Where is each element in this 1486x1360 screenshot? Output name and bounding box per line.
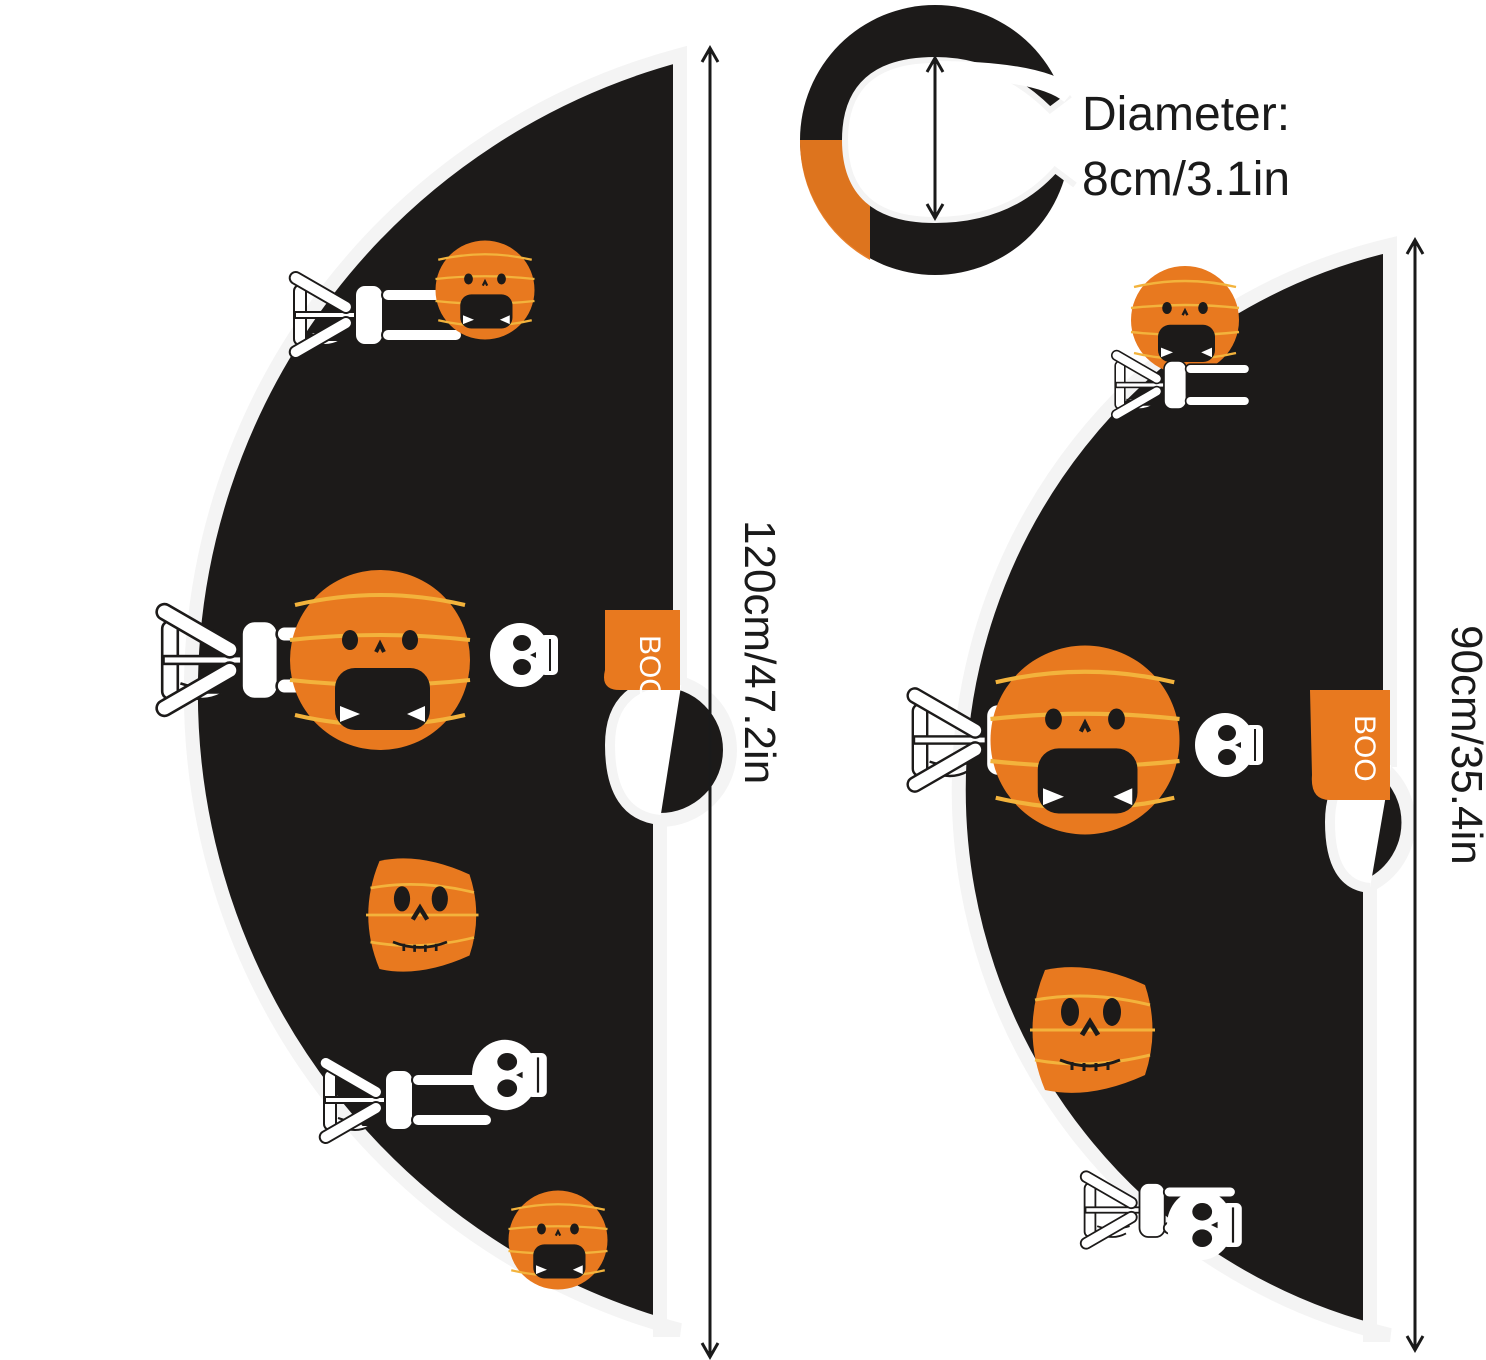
pumpkin-head: [288, 568, 472, 752]
hole-diameter-value: 8cm/3.1in: [1082, 153, 1290, 206]
hole-diameter-label: Diameter:: [1082, 88, 1290, 141]
boo-bubble: BOO: [604, 610, 680, 702]
boo-text: BOO: [1348, 715, 1381, 782]
small-tree-skirt: BOO: [903, 236, 1416, 1342]
pumpkin-face: [366, 858, 479, 971]
pumpkin-face: [507, 1189, 609, 1291]
pumpkin-head: [1129, 264, 1241, 376]
pumpkin-head: [434, 239, 536, 341]
pumpkin-face: [1030, 967, 1155, 1093]
boo-text: BOO: [633, 635, 666, 702]
boo-bubble: BOO: [1310, 690, 1390, 800]
center-hole-detail: [799, 5, 1077, 275]
small-size-dimension: 90cm/35.4in: [1405, 236, 1486, 1354]
large-size-dimension: 120cm/47.2in: [700, 44, 784, 1360]
large-size-label: 120cm/47.2in: [735, 520, 784, 784]
pumpkin-head: [991, 646, 1180, 835]
large-tree-skirt: BOO: [152, 45, 737, 1337]
small-size-label: 90cm/35.4in: [1442, 625, 1486, 865]
